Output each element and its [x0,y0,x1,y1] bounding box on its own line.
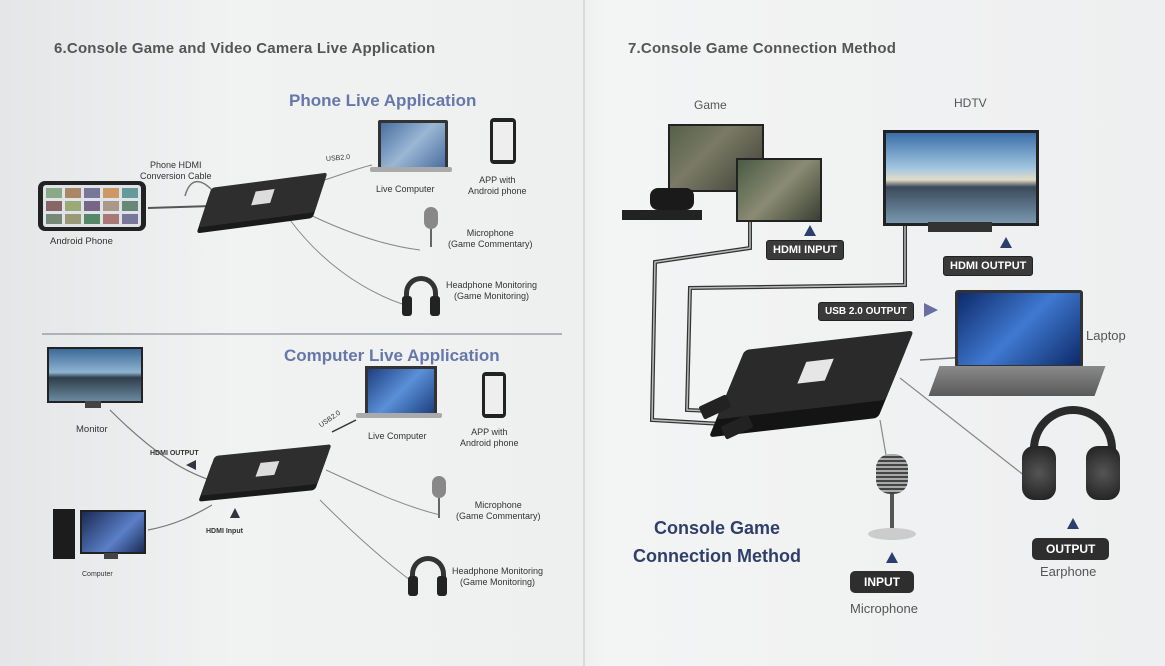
hdtv-label: HDTV [954,96,987,110]
input-arrow [886,552,898,563]
live-computer-image-bottom [365,366,437,416]
live-computer-label-bottom: Live Computer [368,431,427,441]
live-computer-label: Live Computer [376,184,435,194]
game-screen-image-2 [736,158,822,222]
microphone-stand [430,229,432,247]
app-with-android-label: APP with Android phone [468,175,527,196]
live-computer-base-bottom [356,413,442,418]
console-method-line2: Connection Method [633,546,801,566]
earphone-right-cup [1086,446,1120,500]
earphone-left-cup [1022,446,1056,500]
hdmi-output-tag: HDMI OUTPUT [943,256,1034,276]
live-computer-base [370,167,452,172]
earphone-label: Earphone [1040,564,1097,579]
microphone-icon [424,207,438,229]
android-phone-label: Android Phone [50,236,113,247]
computer-monitor-stand [104,553,118,559]
usb-label: USB2.0 [325,153,351,164]
laptop-keyboard [928,366,1106,396]
app-phone-image [490,118,516,164]
monitor-stand [85,401,101,408]
section-7-title: 7.Console Game Connection Method [628,40,897,57]
monitor-image [47,347,143,403]
hdmi-input-arrow [230,508,240,518]
computer-label: Computer [82,571,113,578]
game-console-image [622,210,702,220]
android-phone-image [38,181,146,231]
hdmi-input-arrow-right [804,225,816,236]
hdmi-input-tag: HDMI INPUT [766,240,845,260]
headphone-monitoring-label: Headphone Monitoring (Game Monitoring) [446,280,538,301]
game-label: Game [694,98,727,112]
game-controller-image [650,188,694,210]
computer-tower-image [53,509,75,559]
phone-live-subtitle: Phone Live Application [289,91,477,110]
earphone-icon [1030,406,1116,472]
laptop-label: Laptop [1086,328,1126,343]
hdmi-output-arrow [186,460,196,470]
microphone-label-right: Microphone [850,601,918,616]
headphone-right-cup-bottom [437,576,447,596]
hdtv-image [883,130,1039,226]
app-phone-image-bottom [482,372,506,418]
microphone-icon-bottom [432,476,446,498]
headphone-icon-bottom [410,556,446,586]
usb-output-arrow [924,303,938,317]
headphone-monitoring-label-bottom: Headphone Monitoring (Game Monitoring) [452,566,544,587]
monitor-label: Monitor [76,424,108,435]
headphone-left-cup [402,296,412,316]
input-tag: INPUT [850,571,914,593]
hdmi-output-arrow-right [1000,237,1012,248]
console-method-heading: Console Game Connection Method [628,514,806,570]
hdtv-stand [928,222,992,232]
microphone-large-icon [876,454,908,494]
microphone-large-base [868,528,916,540]
microphone-label: Microphone (Game Commentary) [448,228,533,249]
headphone-left-cup-bottom [408,576,418,596]
laptop-image [955,290,1083,368]
hdmi-conversion-cable-label: Phone HDMI Conversion Cable [140,160,212,181]
computer-monitor-image [80,510,146,554]
section-6-title: 6.Console Game and Video Camera Live App… [54,40,436,57]
microphone-label-bottom: Microphone (Game Commentary) [456,500,541,521]
headphone-right-cup [430,296,440,316]
microphone-large-stand [890,494,894,530]
usb-output-tag: USB 2.0 OUTPUT [818,302,914,321]
microphone-stand-bottom [438,498,440,518]
console-method-line1: Console Game [653,518,781,538]
live-computer-image [378,120,448,170]
hdmi-input-small-label: HDMI Input [206,528,243,535]
app-with-android-label-bottom: APP with Android phone [460,427,519,448]
computer-live-subtitle: Computer Live Application [284,346,500,365]
output-arrow [1067,518,1079,529]
output-tag: OUTPUT [1032,538,1110,560]
hdmi-output-small-label: HDMI OUTPUT [150,450,199,457]
page-fold [583,0,585,666]
headphone-icon [404,276,438,306]
